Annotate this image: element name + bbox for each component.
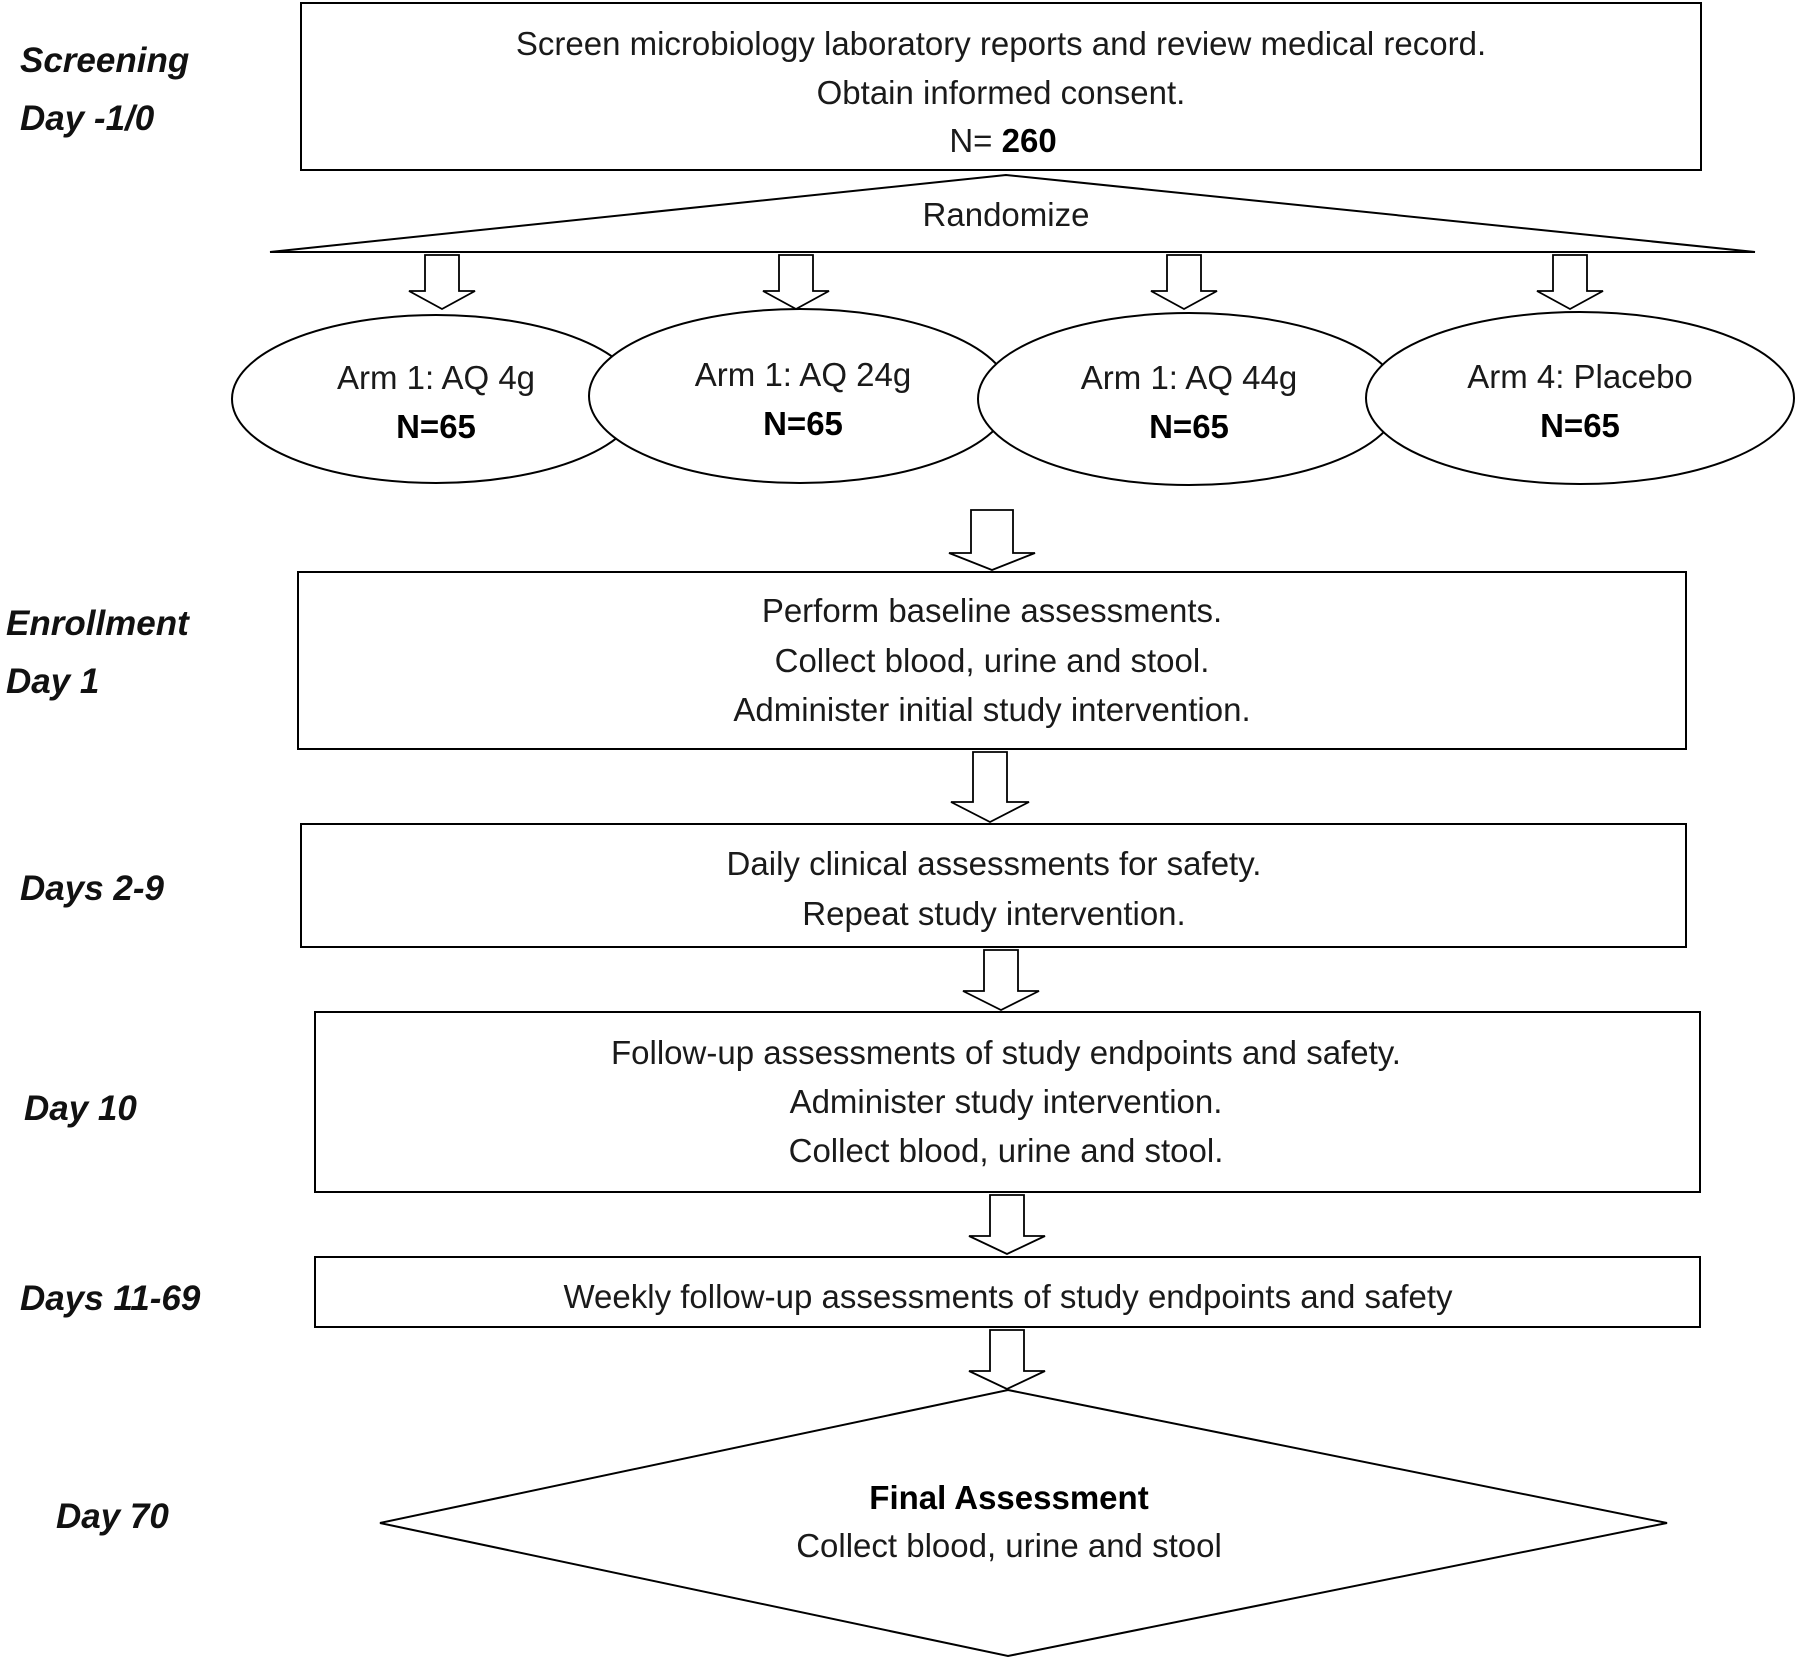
arm-2-name: Arm 1: AQ 24g — [695, 356, 911, 393]
label-screening: Screening — [20, 41, 189, 80]
days-2-9-box — [300, 823, 1687, 948]
label-day-10: Day 10 — [24, 1089, 137, 1128]
days-11-69-line: Weekly follow-up assessments of study en… — [563, 1278, 1453, 1315]
screening-n-value: 260 — [1002, 122, 1057, 159]
arm-1: Arm 1: AQ 4g N=65 — [231, 314, 641, 484]
arm-2-n: N=65 — [763, 405, 843, 442]
day-10-box — [314, 1011, 1701, 1193]
final-assessment-diamond — [379, 1388, 1668, 1658]
arm-1-n: N=65 — [396, 408, 476, 445]
arm-1-ellipse — [231, 314, 641, 484]
arm-3: Arm 1: AQ 44g N=65 — [977, 312, 1401, 486]
arrow-to-days-11-69 — [968, 1194, 1046, 1255]
arrow-to-arm-1 — [408, 254, 476, 311]
arm-3-ellipse — [977, 312, 1401, 486]
arm-2-ellipse — [588, 308, 1012, 484]
screening-n-prefix: N= — [949, 122, 1001, 159]
arrow-to-days-2-9 — [950, 751, 1030, 824]
enrollment-line-1: Perform baseline assessments. — [762, 592, 1222, 629]
arm-4-ellipse — [1365, 311, 1795, 485]
screening-line-2: Obtain informed consent. — [817, 74, 1186, 111]
arrow-to-final — [968, 1329, 1046, 1390]
day-10-line-1: Follow-up assessments of study endpoints… — [611, 1034, 1401, 1071]
label-screening-day: Day -1/0 — [20, 99, 155, 138]
enrollment-line-3: Administer initial study intervention. — [733, 691, 1250, 728]
days-2-9-line-2: Repeat study intervention. — [802, 895, 1185, 932]
final-assessment-text: Collect blood, urine and stool — [796, 1527, 1222, 1564]
label-days-11-69: Days 11-69 — [20, 1279, 201, 1318]
day-10-line-2: Administer study intervention. — [790, 1083, 1223, 1120]
screening-box — [300, 2, 1702, 171]
arrow-to-arm-4 — [1536, 254, 1604, 311]
arrow-to-arm-3 — [1150, 254, 1218, 311]
enrollment-box — [297, 571, 1687, 750]
days-2-9-line-1: Daily clinical assessments for safety. — [727, 845, 1262, 882]
randomize-triangle — [269, 173, 1756, 253]
label-day-70: Day 70 — [56, 1497, 169, 1536]
arm-2: Arm 1: AQ 24g N=65 — [588, 308, 1012, 484]
enrollment-line-2: Collect blood, urine and stool. — [775, 642, 1210, 679]
arrow-to-arm-2 — [762, 254, 830, 311]
arrow-to-enrollment — [948, 509, 1036, 571]
randomize-label: Randomize — [923, 196, 1090, 233]
screening-line-1: Screen microbiology laboratory reports a… — [516, 25, 1486, 62]
arm-1-name: Arm 1: AQ 4g — [337, 359, 535, 396]
arm-3-n: N=65 — [1149, 408, 1229, 445]
arm-4-name: Arm 4: Placebo — [1467, 358, 1693, 395]
arm-4: Arm 4: Placebo N=65 — [1365, 311, 1795, 485]
screening-n: N= 260 — [949, 122, 1056, 159]
label-enrollment: Enrollment — [6, 604, 190, 643]
arm-3-name: Arm 1: AQ 44g — [1081, 359, 1297, 396]
arm-4-n: N=65 — [1540, 407, 1620, 444]
day-10-line-3: Collect blood, urine and stool. — [789, 1132, 1224, 1169]
label-enrollment-day: Day 1 — [6, 662, 99, 701]
arrow-to-day-10 — [962, 949, 1040, 1012]
days-11-69-box — [314, 1256, 1701, 1328]
final-assessment-title: Final Assessment — [869, 1479, 1148, 1516]
label-days-2-9: Days 2-9 — [20, 869, 165, 908]
